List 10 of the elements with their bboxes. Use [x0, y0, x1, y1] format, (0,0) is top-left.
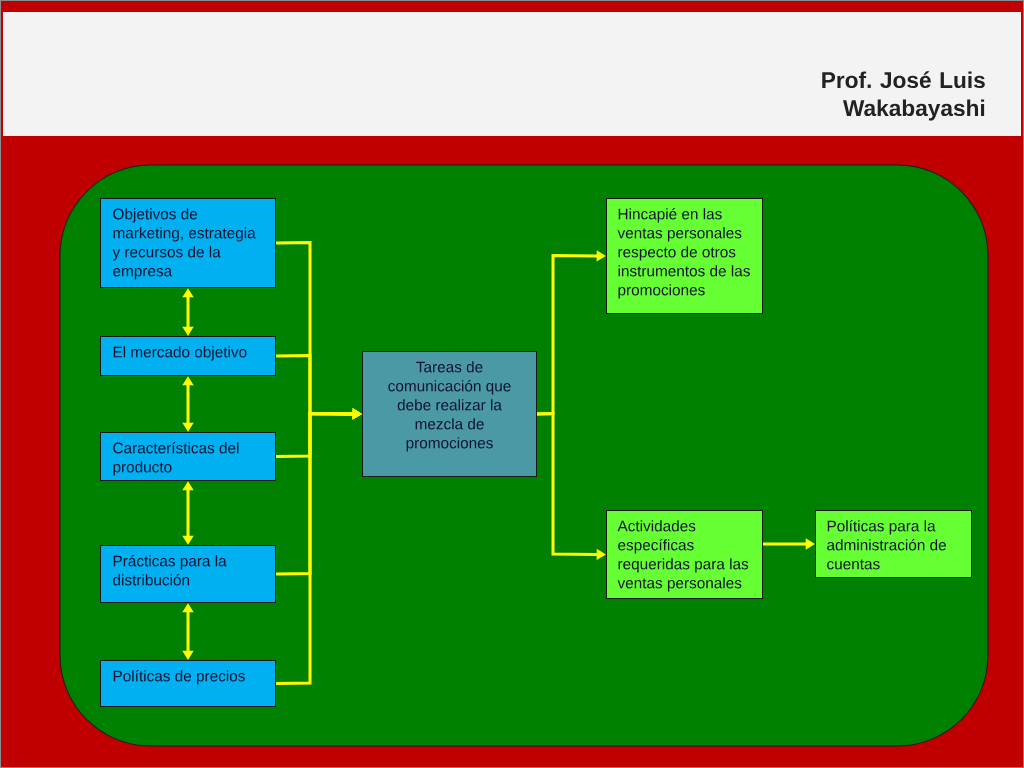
outcome-box: Políticas para la administración de cuentas	[815, 510, 972, 578]
factor-box: Características del producto	[100, 432, 276, 481]
factor-box: Objetivos de marketing, estrategia y recursos de la empresa	[100, 198, 276, 288]
outcome-box: Hincapié en las ventas personales respecto de otros instrumentos de las promociones	[606, 198, 763, 314]
factor-box: El mercado objetivo	[100, 336, 276, 376]
factor-box: Prácticas para la distribución	[100, 545, 276, 603]
outcome-box: Actividades específicas requeridas para las ventas personales	[606, 510, 763, 599]
task-box: Tareas de comunicación que debe realizar la mezcla de promociones	[362, 351, 537, 477]
factor-box: Políticas de precios	[100, 660, 276, 707]
author-name: Prof. José Luis Wakabayashi	[822, 71, 985, 121]
